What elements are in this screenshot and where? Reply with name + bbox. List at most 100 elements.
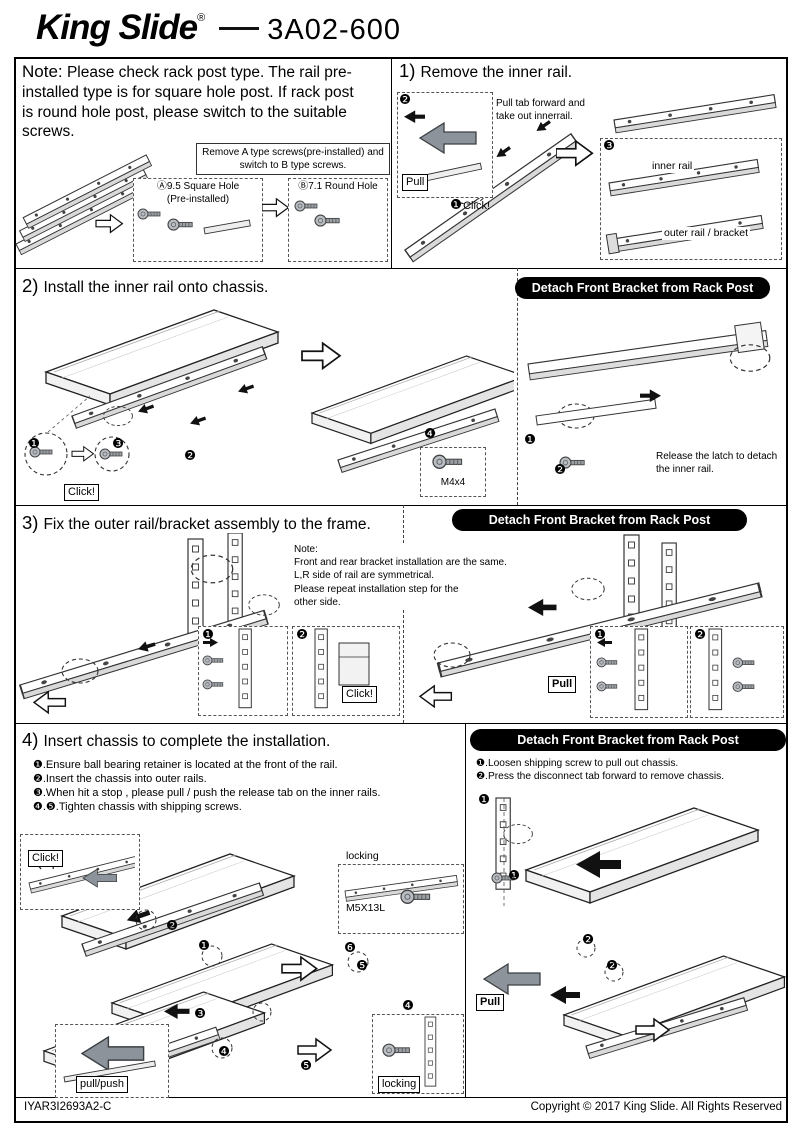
- circled-number-marker: ❷: [399, 92, 412, 108]
- circled-number-marker: ❶: [202, 627, 215, 643]
- click-label: Click!: [28, 850, 63, 867]
- circled-number-marker: ❸: [112, 436, 125, 452]
- m4x4-label: M4x4: [440, 477, 466, 488]
- circled-number-marker: ❻: [344, 940, 357, 956]
- detach-detail-box-2: [690, 626, 784, 718]
- bracket-detach-diagram: [527, 321, 771, 469]
- document-code: IYAR3I2693A2-C: [24, 1101, 112, 1113]
- divider-step2-detach: [517, 268, 518, 505]
- step4-instruction-line: ❹.❺.Tighten chassis with shipping screws…: [33, 801, 242, 813]
- circled-number-marker: ❶: [450, 197, 463, 213]
- circled-number-marker: ❷: [166, 918, 179, 934]
- locking-detail-box: [338, 864, 464, 934]
- circled-number-marker: ❶: [508, 868, 521, 884]
- step1-title: Remove the inner rail.: [420, 64, 573, 81]
- pull-label: Pull: [548, 676, 577, 693]
- click-label: Click!: [64, 484, 99, 501]
- divider-note-step1: [391, 57, 392, 268]
- pull-tab-note: Pull tab forward and take out innerrail.: [496, 98, 585, 122]
- m5x13l-label: M5X13L: [344, 902, 388, 916]
- step2-detach-banner: Detach Front Bracket from Rack Post: [515, 277, 770, 299]
- rail-parts-diagram: [605, 158, 764, 255]
- step4-instructions: ❶.Ensure ball bearing retainer is locate…: [33, 758, 457, 814]
- step3-note-line: L,R side of rail are symmetrical.: [294, 570, 435, 582]
- step3-note-label: Note:: [294, 544, 318, 555]
- circled-number-marker: ❺: [356, 958, 369, 974]
- step3-note-line: Front and rear bracket installation are …: [294, 557, 507, 569]
- divider-row2: [14, 505, 786, 506]
- square-hole-screws-icon: [137, 208, 251, 235]
- circled-number-marker: ❸: [603, 138, 616, 154]
- step2-title: Install the inner rail onto chassis.: [43, 279, 269, 296]
- step4-detach-instructions: ❶.Loosen shipping screw to pull out chas…: [476, 757, 784, 783]
- screw-switch-note: Remove A type screws(pre-installed) and …: [196, 143, 390, 175]
- circled-number-marker: ❶: [28, 436, 41, 452]
- note-label: Note:: [22, 62, 63, 81]
- circled-number-marker: ❷: [694, 627, 707, 643]
- step4-title: Insert chassis to complete the installat…: [43, 733, 331, 750]
- step3-detach-banner: Detach Front Bracket from Rack Post: [452, 509, 747, 531]
- step2-number: 2): [22, 275, 39, 296]
- circled-number-marker: ❷: [296, 627, 309, 643]
- step3-note: Note: Front and rear bracket installatio…: [292, 543, 509, 609]
- step3-title: Fix the outer rail/bracket assembly to t…: [43, 516, 371, 533]
- round-hole-screw-box: Ⓑ7.1 Round Hole: [288, 178, 388, 262]
- registered-mark: ®: [197, 12, 206, 24]
- step1-number: 1): [399, 60, 416, 81]
- square-hole-screw-box: Ⓐ9.5 Square Hole (Pre-installed): [133, 178, 263, 262]
- note-text: Please check rack post type. The rail pr…: [22, 64, 354, 141]
- step3-number: 3): [22, 512, 39, 533]
- square-hole-subtitle: (Pre-installed): [166, 193, 230, 205]
- pull-label: Pull: [476, 994, 505, 1011]
- step3-heading: 3) Fix the outer rail/bracket assembly t…: [22, 512, 371, 534]
- circled-number-marker: ❷: [606, 958, 619, 974]
- m4x4-screw-box: M4x4: [420, 447, 486, 497]
- divider-row1: [14, 268, 786, 269]
- chassis-removal-diagram: [483, 797, 786, 1060]
- release-latch-note: Release the latch to detach the inner ra…: [656, 451, 778, 475]
- circled-number-marker: ❷: [554, 462, 567, 478]
- step1-heading: 1) Remove the inner rail.: [399, 60, 572, 82]
- chassis-rail-install-diagram: [24, 309, 514, 476]
- step4-instruction-line: ❷.Insert the chassis into outer rails.: [33, 773, 207, 785]
- detach-instruction-line: ❶.Loosen shipping screw to pull out chas…: [476, 758, 679, 769]
- step4-instruction-line: ❸.When hit a stop , please pull / push t…: [33, 787, 381, 799]
- circled-number-marker: ❶: [524, 432, 537, 448]
- step3-note-line: other side.: [294, 596, 341, 608]
- rack-post-latch-diagram: [314, 628, 370, 709]
- square-hole-title: Ⓐ9.5 Square Hole: [156, 181, 240, 192]
- click-label: Click!: [463, 199, 490, 212]
- model-number: 3A02-600: [267, 14, 402, 46]
- detach-instruction-line: ❷.Press the disconnect tab forward to re…: [476, 771, 725, 782]
- locking-screw-diagram: [344, 874, 459, 904]
- copyright-notice: Copyright © 2017 King Slide. All Rights …: [530, 1101, 782, 1113]
- step4-detach-banner: Detach Front Bracket from Rack Post: [470, 729, 786, 751]
- step1-arrow-icon: [556, 140, 594, 167]
- circled-number-marker: ❶: [594, 627, 607, 643]
- rack-post-detail-box-1: [198, 626, 288, 716]
- divider-footer: [14, 1097, 786, 1098]
- pull-push-label: pull/push: [76, 1076, 129, 1093]
- removed-rail-diagram: [613, 94, 777, 134]
- step4-heading: 4) Insert chassis to complete the instal…: [22, 729, 330, 751]
- circled-number-marker: ❶: [198, 938, 211, 954]
- rack-post-note: Note: Please check rack post type. The r…: [22, 61, 362, 142]
- circled-number-marker: ❺: [300, 1058, 313, 1074]
- divider-row3: [14, 723, 786, 724]
- outer-rail-label: outer rail / bracket: [662, 227, 751, 241]
- logo-dash: [219, 27, 260, 30]
- round-hole-title: Ⓑ7.1 Round Hole: [298, 181, 378, 192]
- circled-number-marker: ❸: [194, 1006, 207, 1022]
- circled-number-marker: ❶: [478, 792, 491, 808]
- step3-note-line: Please repeat installation step for the: [294, 583, 459, 595]
- circled-number-marker: ❷: [184, 448, 197, 464]
- circled-number-marker: ❹: [402, 998, 415, 1014]
- click-detail-box: [20, 834, 140, 910]
- header: King Slide® 3A02-600: [36, 8, 401, 48]
- brand-logo: King Slide: [36, 8, 198, 47]
- content-frame: [14, 57, 788, 1123]
- step2-heading: 2) Install the inner rail onto chassis.: [22, 275, 268, 297]
- pull-label: Pull: [402, 174, 429, 191]
- step4-instruction-line: ❶.Ensure ball bearing retainer is locate…: [33, 759, 338, 771]
